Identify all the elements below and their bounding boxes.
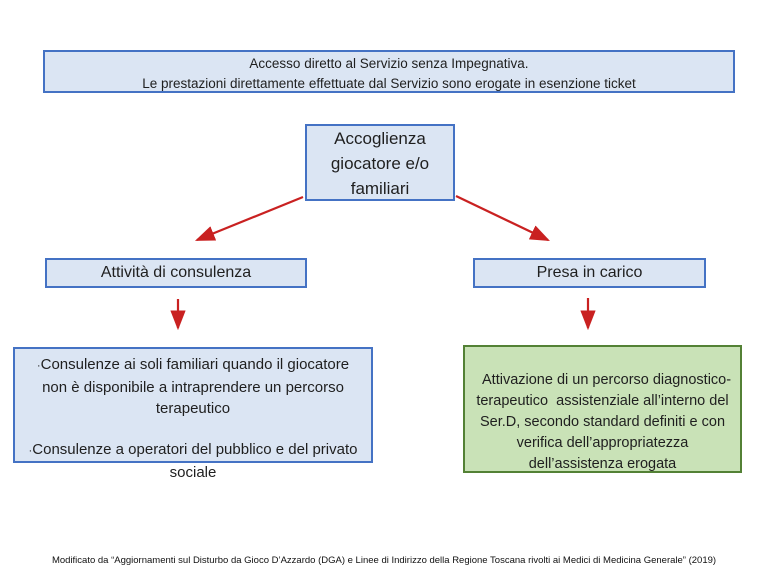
banner-access-note: Accesso diretto al Servizio senza Impegn… [43, 50, 735, 93]
node-presa-in-carico: Presa in carico [473, 258, 706, 288]
node-consulenze-dettaglio: Consulenze ai soli familiari quando il g… [13, 347, 373, 481]
node-attivita-consulenza-label: Attività di consulenza [100, 264, 252, 281]
consulenze-bullet-2: Consulenze a operatori del pubblico e de… [23, 439, 363, 483]
source-footnote: Modificato da “Aggiornamenti sul Disturb… [51, 555, 717, 566]
consulenze-bullet-1: Consulenze ai soli familiari quando il g… [23, 354, 363, 419]
node-attivazione-percorso: Attivazione di un percorso diagnostico-t… [463, 345, 742, 473]
node-accoglienza-label: Accoglienza giocatore e/o familiari [330, 128, 430, 198]
node-accoglienza: Accoglienza giocatore e/o familiari [305, 124, 455, 201]
node-attivazione-percorso-label: Attivazione di un percorso diagnostico-t… [476, 372, 733, 472]
banner-line-2: Le prestazioni direttamente effettuate d… [142, 75, 636, 91]
arrow-accoglienza-to-presa-icon [455, 195, 550, 241]
banner-line-1: Accesso diretto al Servizio senza Impegn… [249, 56, 529, 71]
arrow-accoglienza-to-consulenza-icon [194, 195, 304, 242]
node-presa-in-carico-label: Presa in carico [536, 264, 643, 281]
node-attivita-consulenza: Attività di consulenza [45, 258, 307, 288]
